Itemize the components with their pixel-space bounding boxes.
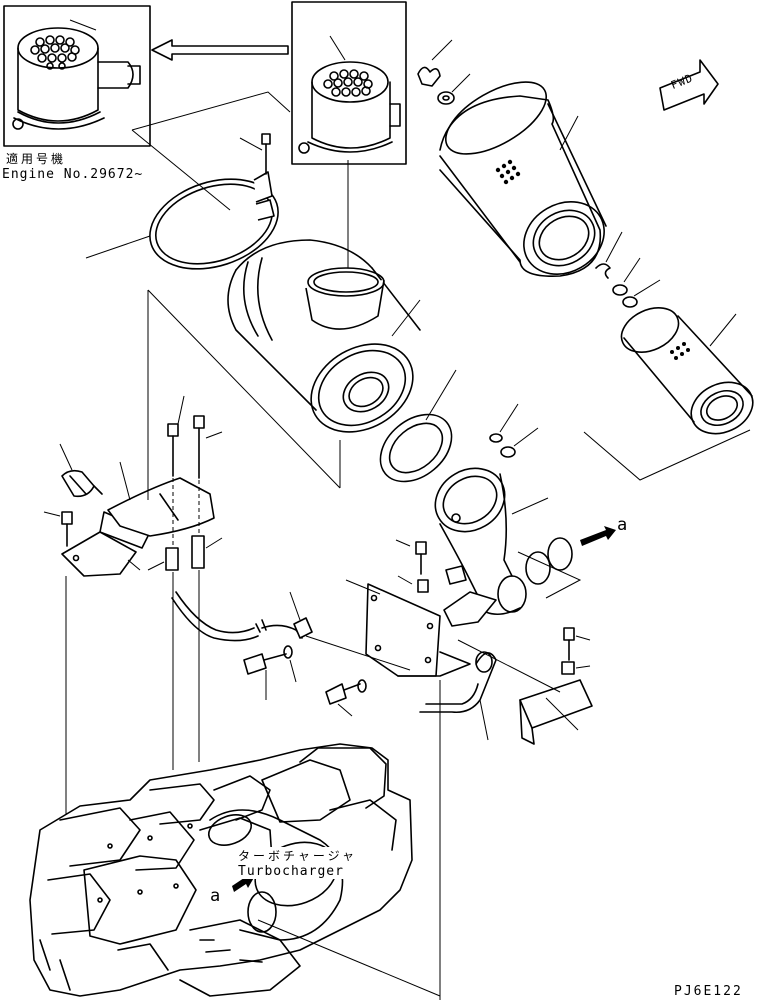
inset-frame	[3, 5, 151, 147]
gasket	[379, 369, 457, 483]
outer-filter-element	[439, 81, 607, 277]
inset-air-cleaner	[12, 19, 141, 130]
sensor-hose	[171, 591, 411, 671]
reference-arrow	[151, 39, 289, 61]
clamp-bolt	[239, 133, 271, 175]
heat-shield	[107, 461, 215, 537]
fwd-arrow-marker	[659, 59, 719, 111]
spacer-right-2	[561, 661, 591, 675]
bolt-lower-2	[325, 679, 367, 717]
support-bracket	[457, 639, 593, 745]
engine-number-label: Engine No.29672~	[2, 167, 144, 182]
bolt-left-1	[167, 395, 185, 477]
hose	[419, 651, 497, 741]
air-cleaner-cap	[298, 35, 401, 154]
o-rings	[517, 537, 582, 599]
nut	[612, 257, 641, 296]
turbocharger-label: Turbocharger	[236, 864, 346, 879]
restriction-sensor	[59, 443, 103, 498]
connection-arrow-a	[580, 526, 616, 546]
small-washer	[489, 403, 519, 443]
turbocharger-jp-label: ターボチャージャ	[236, 847, 360, 864]
drawing-code: PJ6E122	[674, 984, 743, 999]
wing-nut	[417, 39, 453, 87]
spacers-left	[147, 535, 223, 571]
mounting-plate	[61, 511, 151, 577]
connection-a-label-top: a	[617, 515, 629, 535]
bolt-right-1	[395, 539, 427, 575]
bolt-right-2	[563, 627, 591, 661]
inner-filter-element	[583, 307, 754, 481]
bolt-lower-1	[243, 645, 297, 700]
seal-washer	[622, 279, 661, 308]
washer	[437, 73, 471, 105]
engine-block	[29, 743, 441, 997]
cap-frame	[291, 1, 407, 165]
alignment-lines	[65, 289, 441, 1000]
bolt-left	[43, 511, 73, 547]
connection-a-label-bottom: a	[210, 886, 222, 906]
bolt-left-2	[193, 415, 223, 479]
intake-elbow	[434, 467, 549, 627]
applicable-machine-jp-label: 適用号機	[6, 152, 67, 166]
spacer-right	[397, 575, 429, 593]
air-cleaner-body	[227, 160, 421, 488]
small-nut	[500, 427, 539, 458]
clip	[595, 231, 623, 279]
bracket-plate	[345, 579, 471, 677]
band-clamp	[85, 171, 279, 270]
